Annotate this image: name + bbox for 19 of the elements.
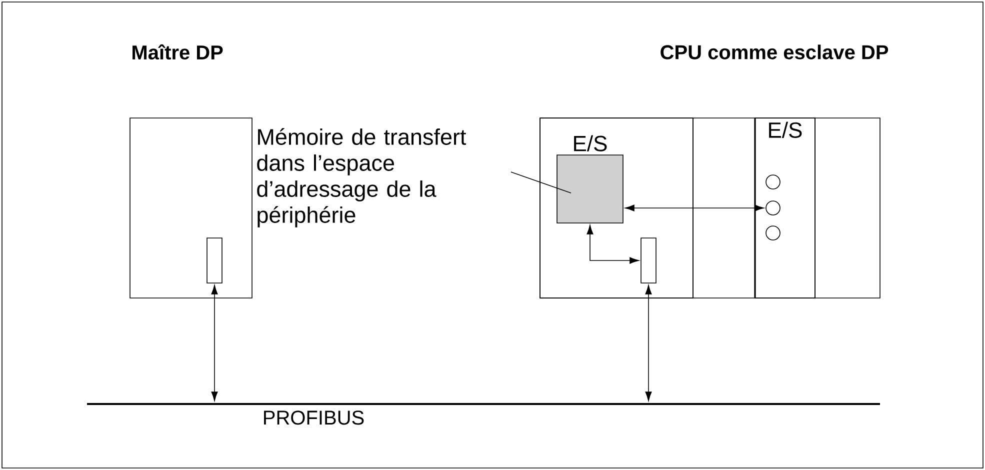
arrow <box>645 284 652 402</box>
module-box: E/S <box>754 118 816 298</box>
port-box <box>206 238 222 284</box>
bus-line: PROFIBUS <box>87 402 880 425</box>
heading: CPU comme esclave DP <box>660 44 888 60</box>
port-box <box>640 238 656 284</box>
indicator-circle <box>766 174 780 190</box>
arrow <box>586 224 640 264</box>
module-box <box>130 118 252 298</box>
module-box <box>540 118 694 298</box>
indicator-circle <box>766 226 780 240</box>
annotation-text: Mémoire de transfert dans l’espace d’adressage de la périphérie <box>257 128 466 228</box>
arrow <box>624 204 764 212</box>
node-label: E/S <box>574 135 607 152</box>
leader-line <box>510 172 572 194</box>
indicator-circle <box>766 200 780 216</box>
heading: Maître DP <box>132 44 223 60</box>
arrow <box>211 284 218 402</box>
memory-box: E/S <box>556 135 624 224</box>
